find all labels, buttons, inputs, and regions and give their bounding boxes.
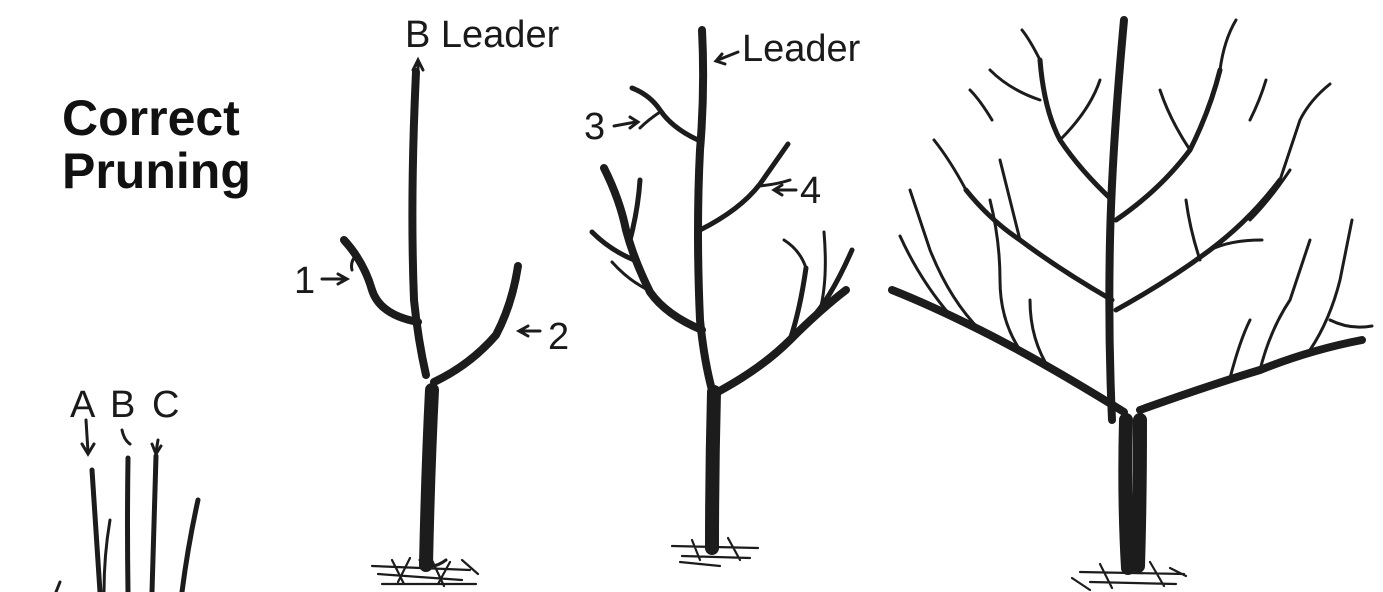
tree3-drawing <box>592 30 852 566</box>
tree2-arrows <box>322 60 540 336</box>
whip-arrows <box>82 420 161 454</box>
tree4-drawing <box>892 20 1372 590</box>
whip-stems <box>56 456 198 592</box>
tree2-drawing <box>344 72 518 586</box>
